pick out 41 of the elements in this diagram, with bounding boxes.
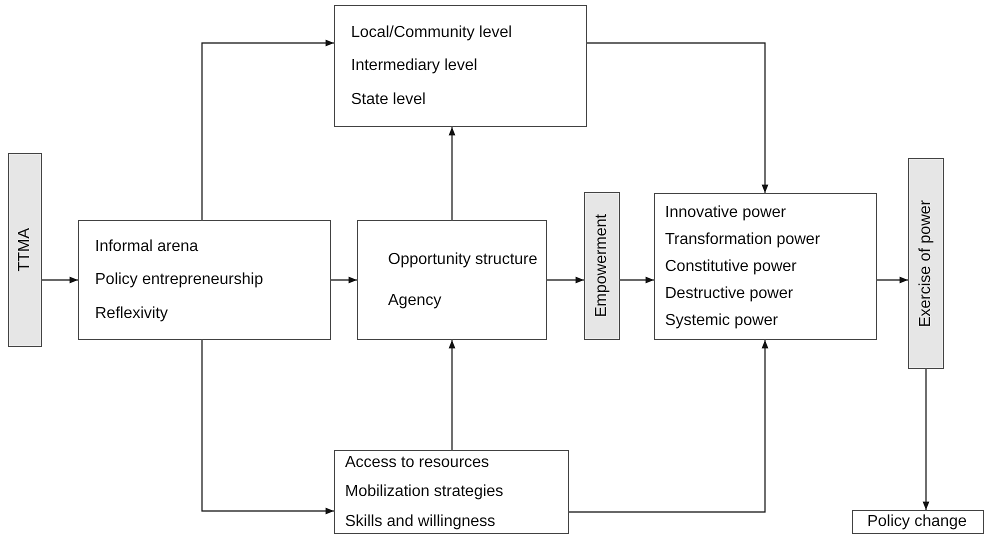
- node-text: Empowerment: [592, 214, 612, 318]
- arrow: [587, 42, 768, 193]
- node-text: Access to resources: [345, 453, 490, 472]
- label-bar: [908, 158, 944, 369]
- node-text: Skills and willingness: [345, 512, 496, 531]
- node-text: Intermediary level: [351, 56, 478, 76]
- list-box: [334, 450, 569, 534]
- arrow: [201, 40, 334, 220]
- arrow: [448, 340, 456, 450]
- node-text: Informal arena: [95, 237, 198, 256]
- list-box: [654, 193, 877, 340]
- node-text: Policy entrepreneurship: [95, 270, 264, 290]
- arrow: [547, 276, 584, 284]
- node-text: Destructive power: [665, 284, 794, 304]
- node-text: Systemic power: [665, 311, 778, 330]
- arrow: [877, 276, 908, 284]
- node-text: Policy change: [867, 512, 967, 532]
- list-box: [334, 5, 587, 127]
- arrow: [569, 340, 768, 513]
- arrow: [448, 127, 456, 220]
- node-text: State level: [351, 90, 426, 109]
- node-text: Reflexivity: [95, 304, 168, 323]
- node-text: Mobilization strategies: [345, 482, 504, 502]
- node-text: Exercise of power: [916, 200, 936, 328]
- node-text: Local/Community level: [351, 23, 512, 42]
- arrow: [42, 276, 78, 284]
- node-text: TTMA: [15, 228, 34, 272]
- label-bar: [8, 153, 42, 347]
- node-text: Innovative power: [665, 202, 786, 222]
- arrow: [922, 369, 930, 510]
- label-bar: [584, 192, 620, 340]
- arrow: [331, 276, 357, 284]
- list-box: [78, 220, 331, 340]
- outcome-box: [852, 510, 984, 534]
- arrow: [620, 276, 654, 284]
- node-text: Agency: [388, 291, 442, 310]
- node-text: Opportunity structure: [388, 250, 538, 269]
- list-box: [357, 220, 547, 340]
- arrow: [201, 340, 334, 514]
- node-text: Transformation power: [665, 230, 820, 249]
- node-text: Constitutive power: [665, 256, 797, 276]
